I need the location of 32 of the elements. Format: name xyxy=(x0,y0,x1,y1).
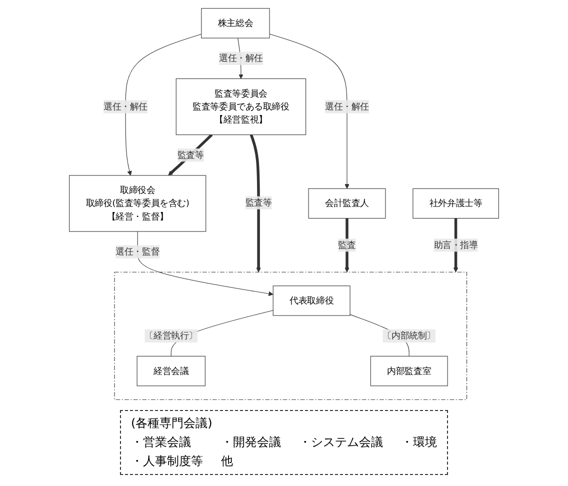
arrow xyxy=(250,134,261,272)
node-box: 取締役会 取締役(監査等委員を含む) 【経営・監督】 xyxy=(69,175,206,232)
list-item: ・環境 xyxy=(401,434,437,451)
arrow xyxy=(125,34,202,176)
list-item: ・システム会議 xyxy=(299,434,383,451)
edge-label: 選任・監督 xyxy=(116,246,160,257)
list-item: 他 xyxy=(221,453,234,470)
edge-label: 監査 xyxy=(338,240,356,250)
edge-label: 監査等 xyxy=(245,197,272,208)
edge-label: 選任・解任 xyxy=(104,101,148,112)
arrow xyxy=(269,34,350,189)
list-item: ・開発会議 xyxy=(221,434,281,451)
node-box: 株主総会 xyxy=(201,8,270,38)
edge-label: 選任・解任 xyxy=(218,52,263,64)
edge-label: 助言・指導 xyxy=(434,240,478,250)
node-box: 代表取締役 xyxy=(272,286,350,316)
list-item: ・人事制度等 xyxy=(131,453,203,470)
arrow xyxy=(168,134,213,176)
edge-label: 〔内部統制〕 xyxy=(382,330,436,341)
list-item: ・営業会議 xyxy=(131,434,192,451)
list-heading: (各種専門会議) xyxy=(131,415,214,432)
node-box: 内部監査室 xyxy=(370,356,448,386)
edge-label: 選任・解任 xyxy=(325,101,369,112)
arrow xyxy=(344,218,350,272)
node-box: 監査等委員会 監査等委員である取締役 【経営監視】 xyxy=(176,78,306,136)
node-box: 経営会議 xyxy=(136,356,206,386)
node-box: 会計監査人 xyxy=(308,188,386,219)
node-box: 社外弁護士等 xyxy=(412,188,499,219)
edge-label: 監査等 xyxy=(177,150,204,160)
cluster xyxy=(114,272,468,400)
arrow xyxy=(137,231,274,296)
edge-label: 〔経営執行〕 xyxy=(144,330,198,341)
